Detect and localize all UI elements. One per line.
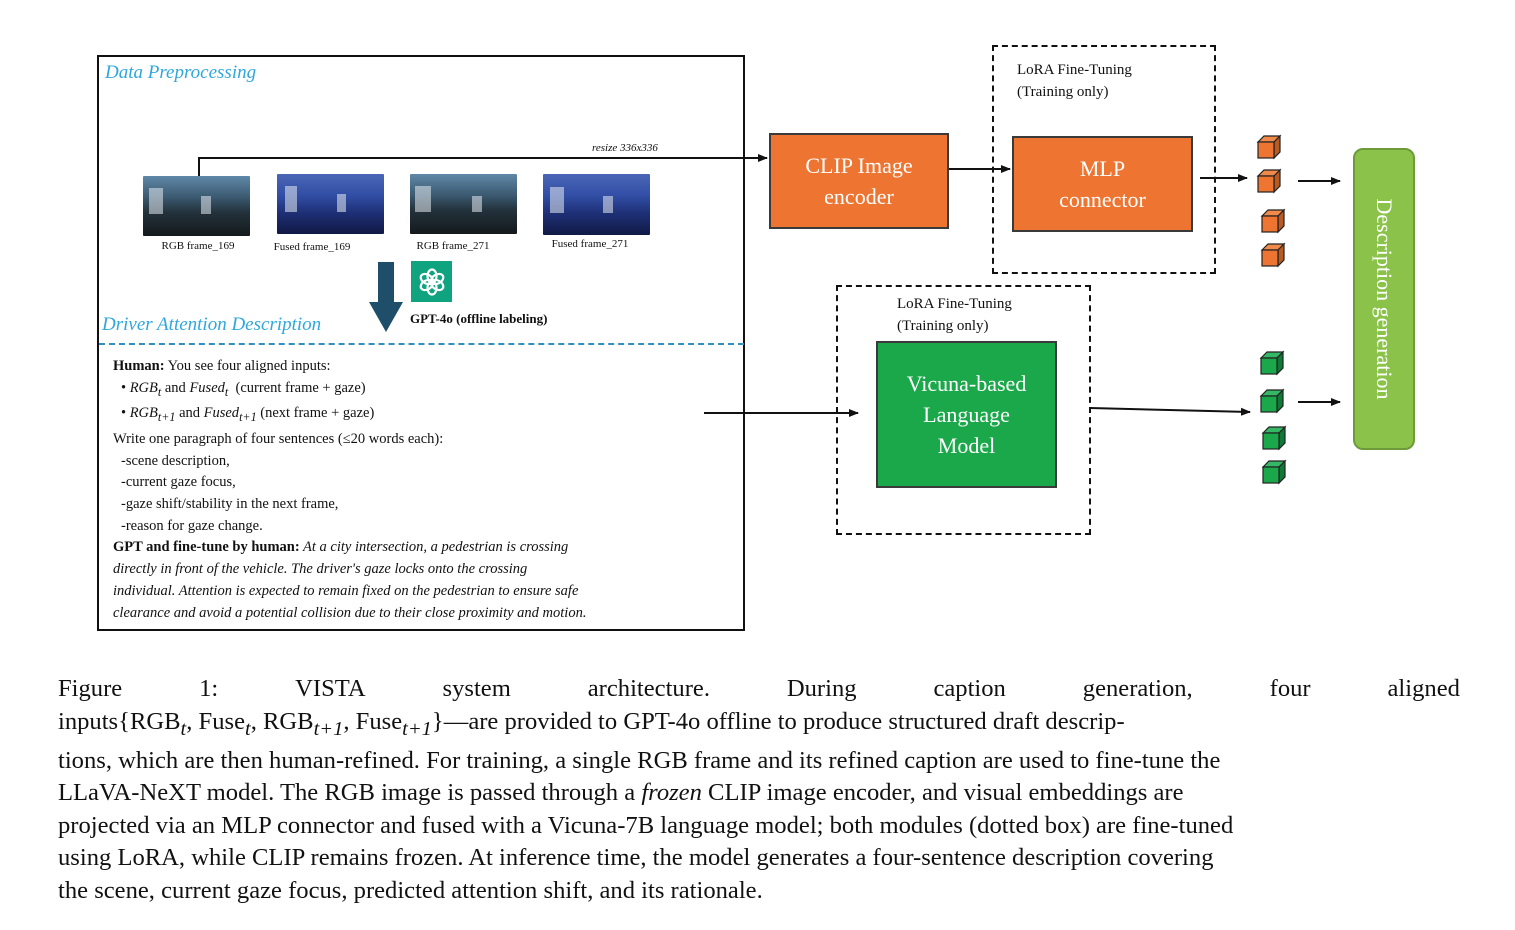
rgb-frame-271-image — [410, 174, 517, 234]
human-label: Human: — [113, 358, 165, 374]
orange-token-cube — [1261, 209, 1285, 233]
description-generation: Description generation — [1353, 148, 1415, 450]
example-text: individual. Attention is expected to rem… — [113, 582, 579, 599]
lora-bottom-label: LoRA Fine-Tuning(Training only) — [897, 296, 1012, 334]
frame-label: Fused frame_271 — [551, 238, 629, 250]
frame-label: RGB frame_169 — [161, 240, 235, 252]
fused-frame-271-image — [543, 174, 650, 235]
instruction-item: -reason for gaze change. — [121, 517, 263, 534]
green-token-cube — [1260, 389, 1284, 413]
vicuna-to-tokens-arrow — [1089, 407, 1251, 416]
frame-label: Fused frame_169 — [273, 241, 351, 253]
openai-logo-icon — [411, 261, 452, 302]
instruction-text: Write one paragraph of four sentences (≤… — [113, 430, 444, 447]
prompt-text-block: Human: You see four aligned inputs: • RG… — [113, 356, 738, 624]
bullet-next: • RGBt+1 and Fusedt+1 (next frame + gaze… — [121, 405, 375, 425]
gpt-4o-label: GPT-4o (offline labeling) — [410, 311, 548, 326]
fused-frame-169-image — [277, 174, 384, 234]
example-text: At a city intersection, a pedestrian is … — [299, 539, 569, 556]
data-preprocessing-panel — [97, 55, 745, 631]
green-token-cube — [1262, 426, 1286, 450]
driver-attention-title: Driver Attention Description — [102, 314, 322, 335]
orange-token-cube — [1257, 135, 1281, 159]
instruction-item: -current gaze focus, — [121, 474, 236, 491]
caption-line-5: projected via an MLP connector and fused… — [58, 811, 1234, 839]
example-text: clearance and avoid a potential collisio… — [113, 604, 587, 621]
caption-line-6: using LoRA, while CLIP remains frozen. A… — [58, 844, 1214, 872]
orange-token-cube — [1261, 243, 1285, 267]
connector-arrows — [198, 135, 1341, 484]
lora-top-label: LoRA Fine-Tuning(Training only) — [1017, 62, 1132, 100]
green-token-cube — [1262, 460, 1286, 484]
frame-label: RGB frame_271 — [416, 240, 490, 252]
orange-token-cube — [1257, 169, 1281, 193]
data-preprocessing-title: Data Preprocessing — [105, 62, 257, 83]
resize-arrow — [198, 154, 768, 176]
section-divider — [99, 343, 744, 345]
instruction-item: -gaze shift/stability in the next frame, — [121, 496, 339, 512]
green-token-cube — [1260, 351, 1284, 375]
gpt-finetune-label: GPT and fine-tune by human: — [113, 539, 300, 556]
instruction-item: -scene description, — [121, 452, 230, 469]
down-arrow — [369, 262, 403, 332]
resize-label: resize 336x336 — [592, 142, 658, 154]
example-text: directly in front of the vehicle. The dr… — [113, 561, 528, 578]
caption-line-3: tions, which are then human-refined. For… — [58, 746, 1221, 774]
caption-line-2: inputs{RGBt, Fuset, RGBt+1, Fuset+1}—are… — [58, 707, 1125, 740]
lora-bottom-dashed-box — [836, 285, 1091, 535]
human-text: You see four aligned inputs: — [164, 358, 331, 374]
caption-line-7: the scene, current gaze focus, predicted… — [58, 876, 763, 904]
rgb-frame-169-image — [143, 176, 250, 236]
bullet-current: • RGBt and Fusedt (current frame + gaze) — [121, 379, 366, 399]
caption-line-4: LLaVA-NeXT model. The RGB image is passe… — [58, 779, 1184, 807]
lora-top-dashed-box — [992, 45, 1216, 274]
